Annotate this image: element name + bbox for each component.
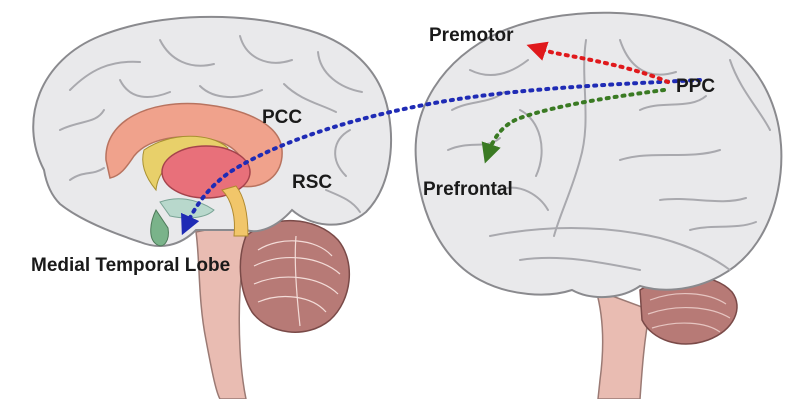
label-pcc: PCC	[262, 107, 302, 128]
lateral-brain	[416, 13, 782, 399]
lateral-cortex	[416, 13, 782, 297]
label-prefrontal: Prefrontal	[423, 179, 513, 200]
label-ppc: PPC	[676, 76, 715, 97]
label-medial-temporal-lobe: Medial Temporal Lobe	[31, 255, 230, 276]
label-premotor: Premotor	[429, 25, 514, 46]
cerebellum	[240, 221, 349, 333]
label-rsc: RSC	[292, 172, 332, 193]
sagittal-brain	[33, 17, 391, 399]
brainstem	[196, 222, 246, 399]
